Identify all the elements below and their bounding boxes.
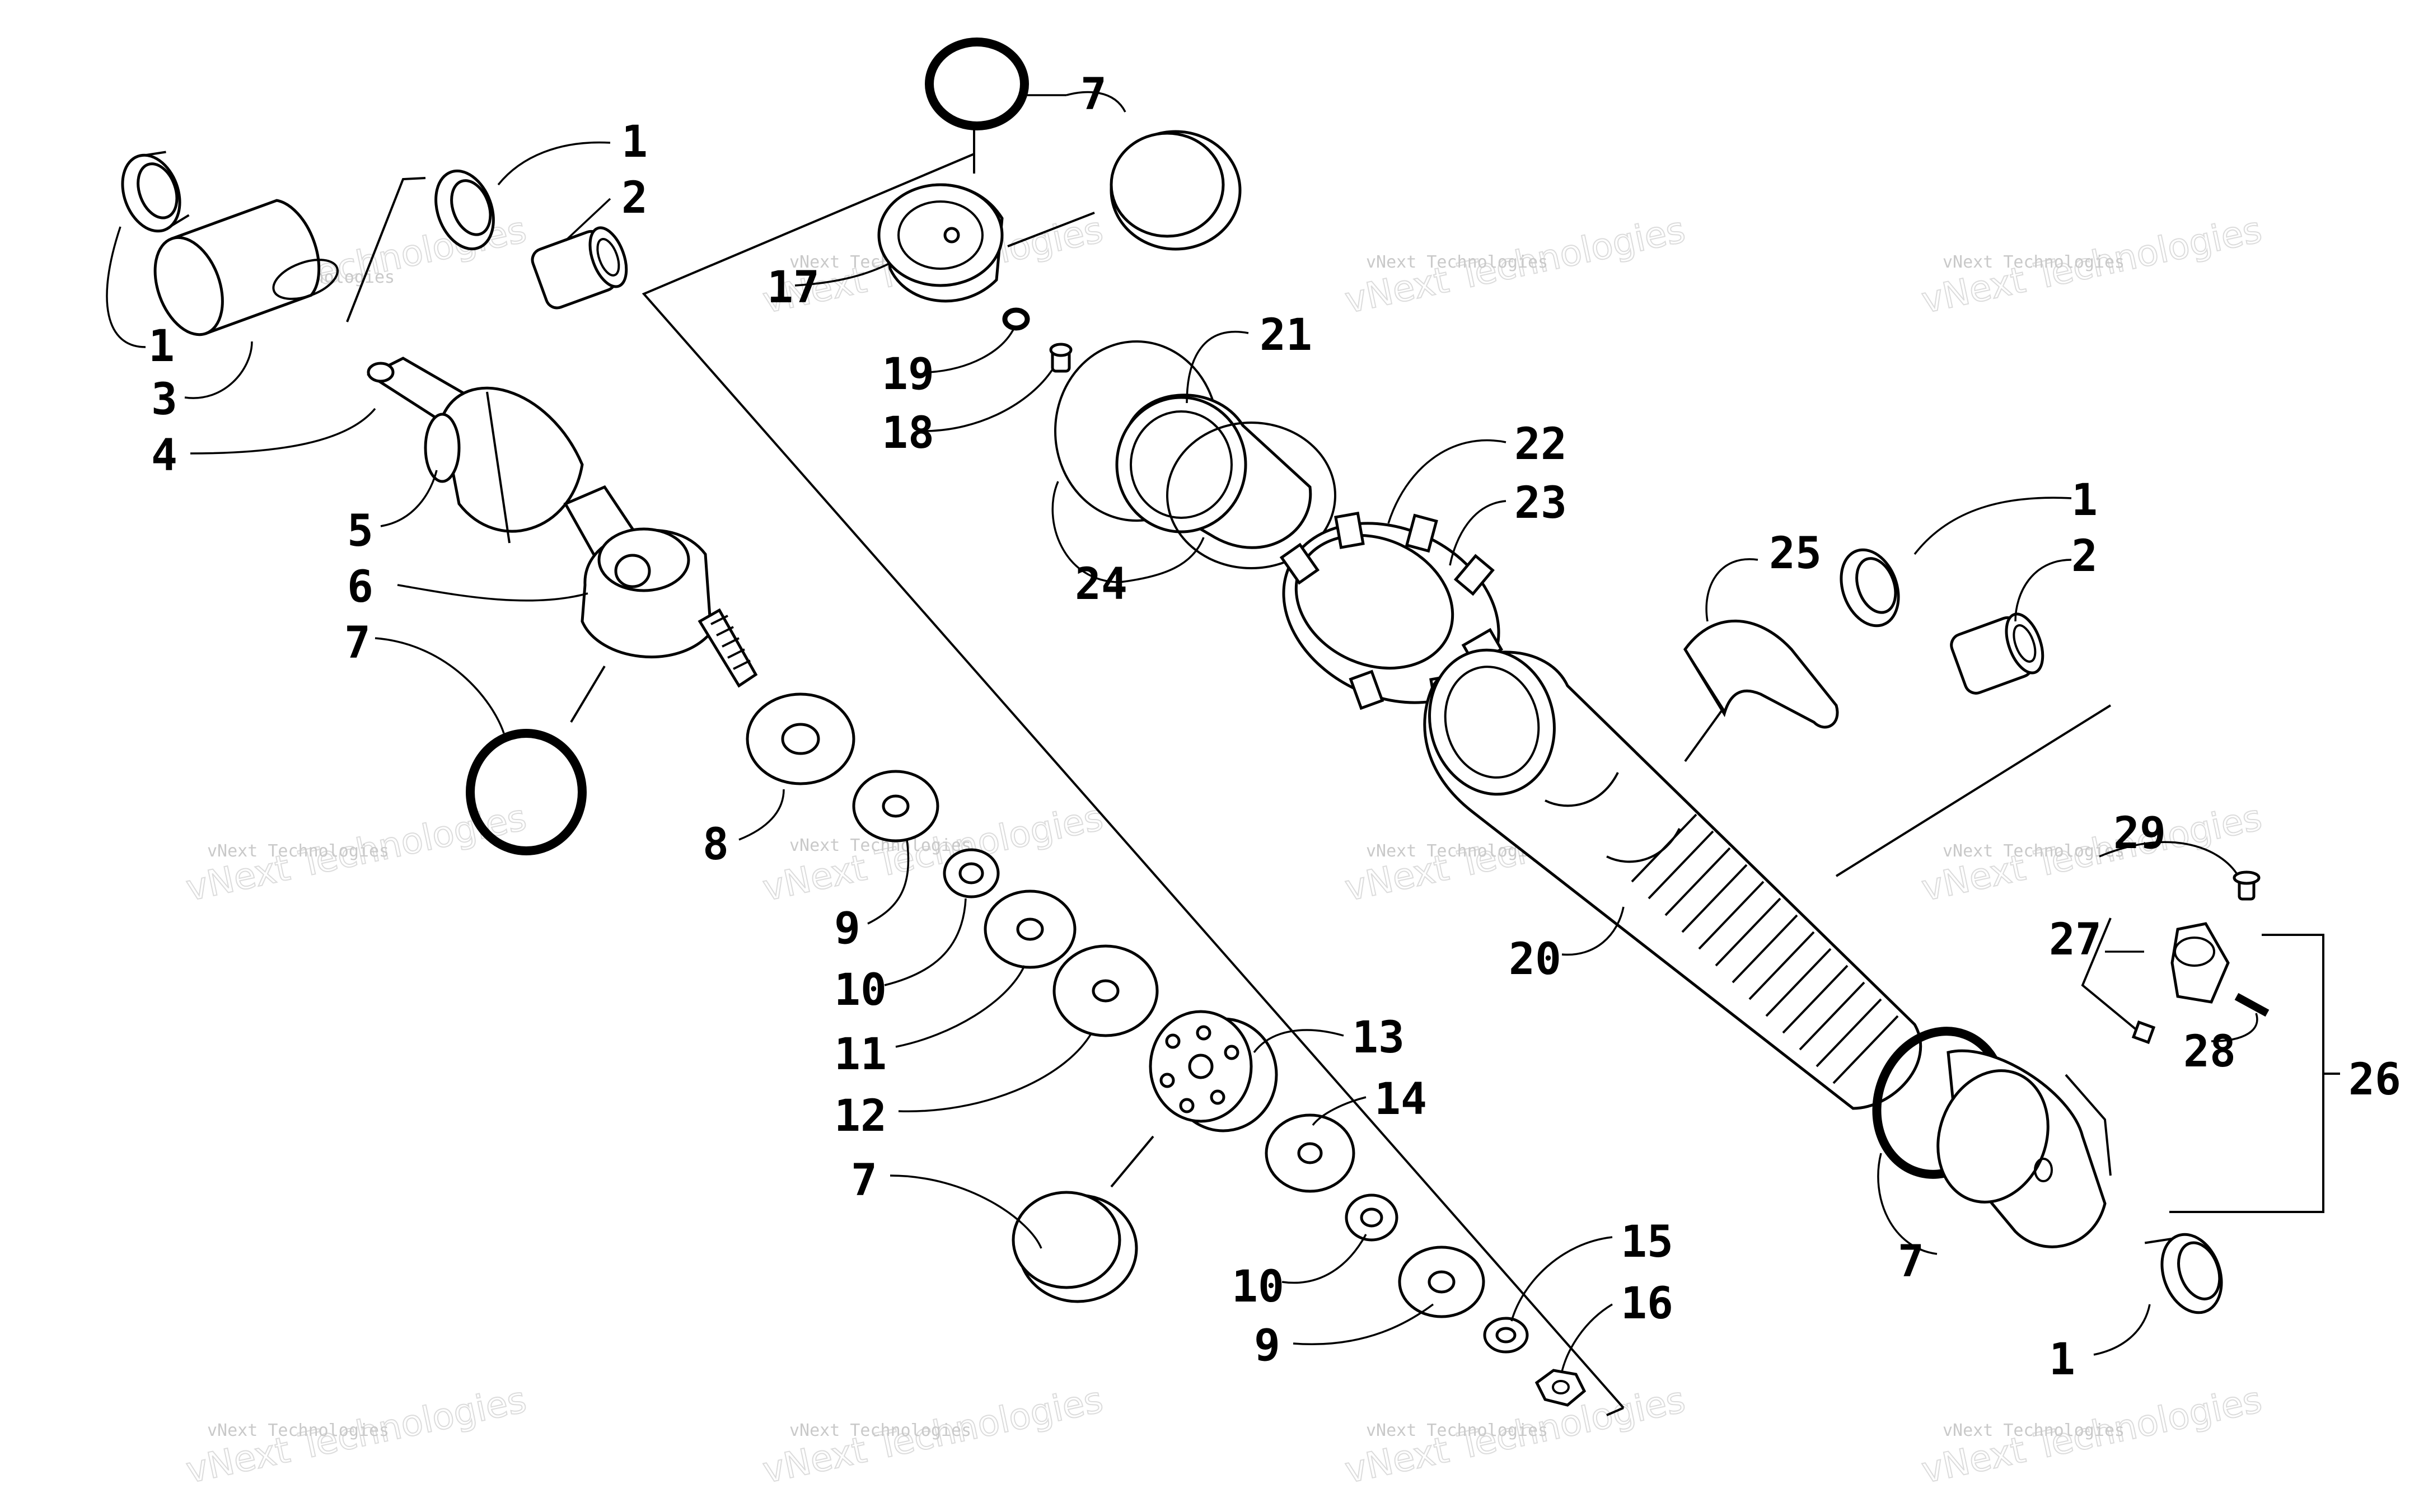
body-threads <box>1631 813 1899 1084</box>
callout-20: 20 <box>1509 934 1561 985</box>
callout-24: 24 <box>1075 559 1127 610</box>
callout-15: 15 <box>1621 1217 1673 1267</box>
part-27-small-cube <box>2131 1020 2156 1045</box>
callout-13: 13 <box>1352 1013 1405 1063</box>
part-11-shim <box>984 890 1077 969</box>
part-1-bushing-top <box>434 169 495 251</box>
part-threaded-rod <box>698 608 758 688</box>
lower-mount-line <box>1835 704 2112 877</box>
callout-7: 7 <box>344 618 371 668</box>
part-21-bearing-sleeve <box>1115 394 1312 549</box>
part-10-washer-upper <box>943 848 1000 898</box>
part-7-oring-left <box>466 729 587 855</box>
part-28-oring-strip <box>2234 993 2270 1017</box>
watermark-small-text: vNext Technologies <box>207 1421 389 1440</box>
callout-1: 1 <box>2071 475 2098 526</box>
callout-7: 7 <box>1898 1237 1924 1287</box>
part-24-wire-ring-inner <box>1166 422 1336 569</box>
callout-5: 5 <box>347 506 373 556</box>
part-10-washer-lower <box>1345 1193 1398 1242</box>
leader-lines <box>106 91 2258 1372</box>
bracket-27 <box>2081 918 2148 1040</box>
callout-1: 1 <box>621 117 648 167</box>
callout-21: 21 <box>1260 310 1312 361</box>
callout-1: 1 <box>2049 1335 2075 1385</box>
part-14-shim <box>1265 1113 1355 1193</box>
callout-7: 7 <box>1080 69 1107 120</box>
top-mount-bracket <box>346 177 426 322</box>
callout-2: 2 <box>621 173 648 223</box>
part-27-valve-body <box>2170 922 2230 1004</box>
callout-10: 10 <box>1232 1262 1284 1312</box>
callout-6: 6 <box>347 562 373 612</box>
part-1-bushing-right <box>1840 548 1900 628</box>
callout-22: 22 <box>1514 419 1567 470</box>
piston-assembly-bracket <box>642 153 1625 1409</box>
callout-11: 11 <box>834 1029 887 1080</box>
part-15-washer <box>1483 1317 1529 1354</box>
part-9-washer-upper <box>852 770 939 842</box>
part-20-shock-body <box>1423 648 1922 1110</box>
part-9-washer-lower <box>1398 1246 1485 1318</box>
callout-19: 19 <box>882 349 934 400</box>
callout-7: 7 <box>851 1155 877 1206</box>
part-17-reservoir-cap <box>877 129 1095 303</box>
watermark-small-text: vNext Technologies <box>1943 252 2125 272</box>
part-8-washer <box>746 692 855 785</box>
callout-17: 17 <box>767 263 820 313</box>
callout-14: 14 <box>1374 1074 1427 1125</box>
callout-26: 26 <box>2348 1055 2401 1105</box>
part-29-screw <box>2233 870 2261 901</box>
callout-3: 3 <box>151 375 177 425</box>
part-25-cover <box>1683 619 1839 762</box>
part-2-sleeve-right <box>1950 612 2044 695</box>
bracket-tail <box>1606 1407 1624 1416</box>
part-13-piston <box>1149 1010 1278 1132</box>
part-1-bushing-top-left <box>121 151 190 233</box>
part-26-lower-eye <box>1936 1049 2112 1248</box>
callout-28: 28 <box>2183 1027 2236 1077</box>
part-3-eye-housing <box>153 199 339 336</box>
callout-9: 9 <box>1254 1321 1280 1371</box>
callout-18: 18 <box>882 408 934 458</box>
part-6-seal-head <box>581 527 713 659</box>
part-18-valve <box>1049 343 1073 373</box>
callout-8: 8 <box>703 820 729 870</box>
watermark-small-text: vNext Technologies <box>1366 252 1548 272</box>
callout-29: 29 <box>2113 808 2166 859</box>
part-12-shim <box>1052 944 1159 1037</box>
part-7-piston-band <box>1012 1135 1154 1303</box>
callout-10: 10 <box>834 965 887 1015</box>
assembly-bracket-lines <box>346 153 2340 1416</box>
callout-2: 2 <box>2071 531 2098 582</box>
part-7-band-top <box>1110 130 1242 251</box>
callout-12: 12 <box>834 1091 887 1141</box>
callout-9: 9 <box>834 904 860 954</box>
watermark-small-text: vNext Technologies <box>1943 841 2125 861</box>
watermark-small-text: vNext Technologies <box>1943 1421 2125 1440</box>
oring-7-link <box>570 665 606 723</box>
watermark-small-text: vNext Technologies <box>207 841 389 861</box>
callout-16: 16 <box>1621 1279 1673 1329</box>
watermark-small-text: vNext Technologies <box>789 1421 971 1440</box>
callout-27: 27 <box>2049 915 2102 965</box>
part-19-oring-small <box>1002 307 1030 331</box>
callout-4: 4 <box>151 430 177 481</box>
part-7-oring-top <box>925 38 1029 130</box>
callout-23: 23 <box>1514 478 1567 528</box>
callout-numbers: 1 1 1 1 2 2 3 4 5 6 7 7 7 7 8 9 9 10 10 … <box>148 69 2401 1385</box>
watermark-small-text: vNext Technologies <box>1366 1421 1548 1440</box>
part-5-upper-body <box>424 386 584 544</box>
callout-25: 25 <box>1769 528 1822 579</box>
part-2-sleeve-top <box>531 226 628 310</box>
part-16-nut <box>1534 1369 1587 1407</box>
callout-1: 1 <box>148 321 175 372</box>
part-1-bushing-bottom <box>2144 1233 2223 1314</box>
